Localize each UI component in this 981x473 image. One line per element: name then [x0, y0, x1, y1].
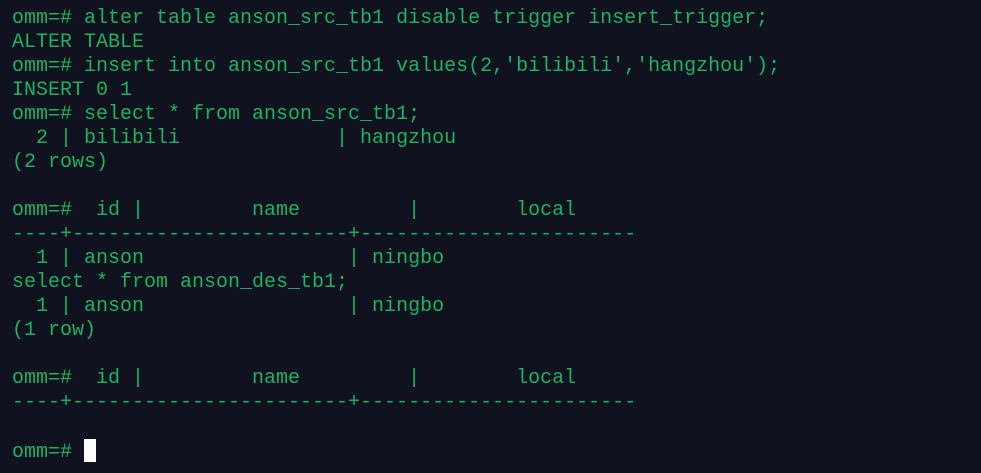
prompt: omm=# — [12, 441, 85, 464]
terminal-line: ----+-----------------------+-----------… — [12, 391, 637, 414]
terminal-line — [12, 175, 780, 199]
terminal-line: 1 | anson | ningbo — [12, 247, 445, 270]
prompt-line[interactable]: omm=# — [12, 439, 780, 464]
terminal-line — [12, 343, 780, 367]
terminal-line: omm=# alter table anson_src_tb1 disable … — [12, 7, 769, 30]
terminal-line — [12, 415, 780, 439]
terminal-line: (2 rows) — [12, 151, 109, 174]
terminal-line: omm=# select * from anson_src_tb1; — [12, 103, 421, 126]
text-cursor — [84, 439, 97, 462]
terminal-line: ----+-----------------------+-----------… — [12, 223, 637, 246]
terminal-line: omm=# id | name | local — [12, 367, 577, 390]
terminal-line: select * from anson_des_tb1; — [12, 271, 349, 294]
terminal-line: 2 | bilibili | hangzhou — [12, 127, 457, 150]
terminal-line: INSERT 0 1 — [12, 79, 133, 102]
terminal-line: omm=# id | name | local — [12, 199, 577, 222]
terminal-output[interactable]: omm=# alter table anson_src_tb1 disable … — [12, 7, 781, 464]
terminal-line: 1 | anson | ningbo — [12, 295, 445, 318]
terminal-line: (1 row) — [12, 319, 97, 342]
terminal-line: omm=# insert into anson_src_tb1 values(2… — [12, 55, 781, 78]
terminal-line: ALTER TABLE — [12, 31, 145, 54]
